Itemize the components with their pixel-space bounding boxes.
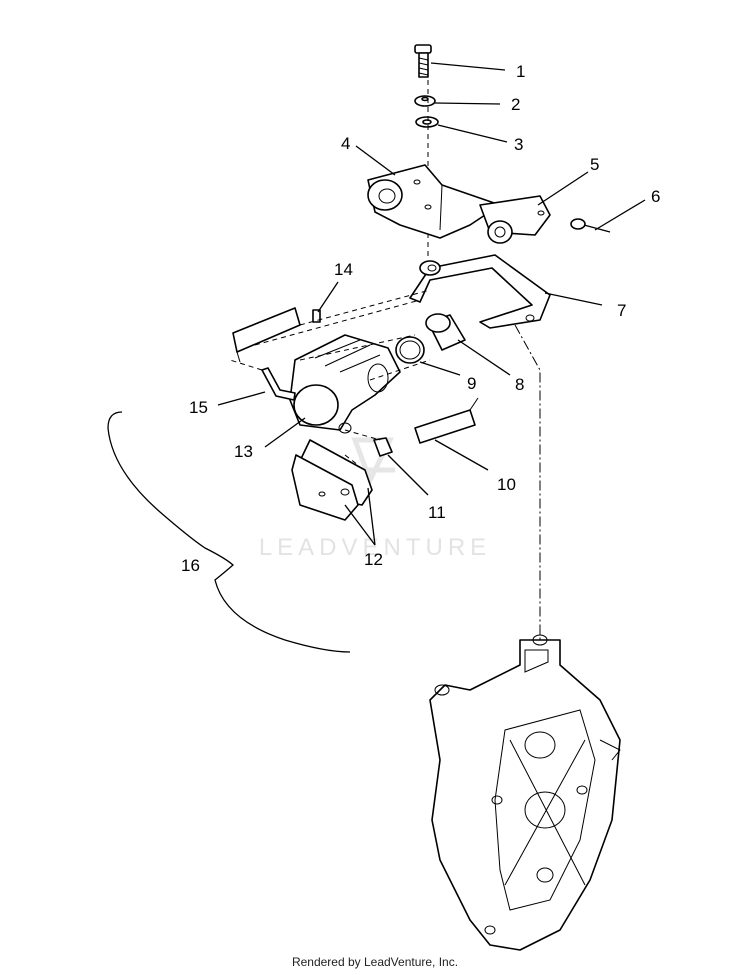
callout-2: 2 — [511, 95, 520, 114]
callout-3: 3 — [514, 135, 523, 154]
callout-14: 14 — [334, 260, 353, 279]
callout-12: 12 — [364, 550, 383, 569]
part-brake-line — [261, 367, 296, 401]
part-lever-arm — [479, 195, 551, 244]
callout-5: 5 — [590, 155, 599, 174]
part-bleeder-screw — [312, 309, 321, 323]
leader-lines — [217, 62, 646, 546]
callout-7: 7 — [617, 301, 626, 320]
callout-10: 10 — [497, 475, 516, 494]
part-mounting-bracket — [367, 164, 501, 239]
part-flat-washer — [415, 116, 439, 128]
part-shim-plate — [414, 397, 479, 444]
callout-8: 8 — [515, 375, 524, 394]
callout-6: 6 — [651, 187, 660, 206]
part-piston — [425, 313, 466, 351]
callout-11: 11 — [428, 503, 446, 522]
part-bolt — [414, 44, 432, 78]
footer-credit: Rendered by LeadVenture, Inc. — [291, 955, 459, 969]
callout-labels: 1 2 3 4 5 6 7 8 9 10 11 12 13 14 15 16 — [181, 62, 660, 575]
callout-13: 13 — [234, 442, 253, 461]
part-chaincase-housing — [429, 634, 621, 951]
part-pin — [570, 218, 611, 233]
callout-15: 15 — [189, 398, 208, 417]
callout-4: 4 — [341, 134, 350, 153]
watermark-text: LEADVENTURE — [259, 534, 491, 561]
callout-1: 1 — [516, 62, 525, 81]
part-lock-washer — [414, 95, 436, 107]
callout-16: 16 — [181, 556, 200, 575]
part-caliper-body — [289, 334, 401, 434]
callout-9: 9 — [467, 374, 476, 393]
part-seal-ring — [395, 336, 425, 364]
part-brake-pads — [291, 439, 373, 521]
part-fitting — [373, 437, 393, 457]
group-brace — [107, 411, 351, 653]
part-yoke — [409, 254, 551, 329]
